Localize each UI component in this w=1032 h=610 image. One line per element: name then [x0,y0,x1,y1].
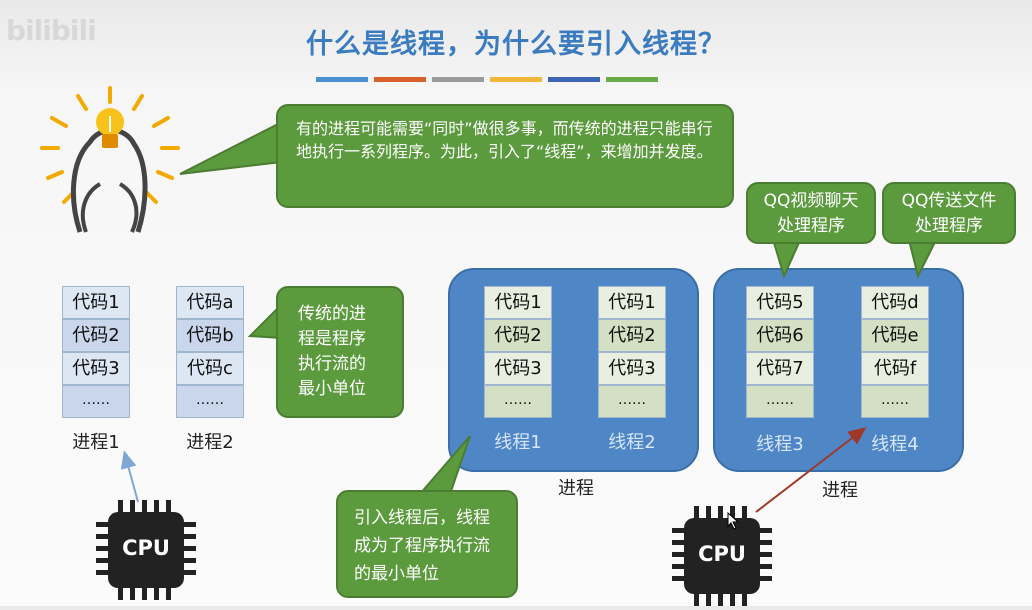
qq-file-bubble: QQ传送文件处理程序 [882,182,1016,244]
thread-process-right-label: 进程 [822,480,858,501]
code-cell: 代码d [861,286,929,319]
code-cell: 代码1 [598,286,666,319]
stripe-darkblue [548,77,600,82]
qq-video-bubble-tail [770,236,804,279]
code-cell: 代码7 [746,352,814,385]
code-cell: 代码c [176,352,244,385]
process1-label: 进程1 [72,432,120,453]
intro-bubble-text: 有的进程可能需要“同时”做很多事，而传统的进程只能串行地执行一系列程序。为此，引… [296,119,713,161]
traditional-bubble: 传统的进程是程序执行流的最小单位 [276,286,404,418]
cpu-left-label: CPU [122,536,170,560]
stripe-yellow [490,77,542,82]
thread3-label: 线程3 [756,434,804,455]
thread1-label: 线程1 [494,432,542,453]
cpu-left-arrow [120,450,139,503]
stripe-orange [374,77,426,82]
code-cell: …… [484,385,552,418]
cpu-right: CPU [672,506,772,606]
code-cell: 代码6 [746,319,814,352]
qq-file-bubble-text: QQ传送文件处理程序 [901,191,997,236]
code-cell: …… [176,385,244,418]
code-cell: 代码f [861,352,929,385]
code-cell: 代码3 [484,352,552,385]
code-cell: 代码2 [484,319,552,352]
code-cell: 代码2 [598,319,666,352]
cpu-right-label: CPU [698,542,746,566]
code-cell: 代码1 [484,286,552,319]
code-cell: 代码1 [62,286,130,319]
code-cell: …… [746,385,814,418]
bilibili-watermark: bilibili [6,14,97,47]
mouse-cursor-icon [727,512,740,530]
cpu-chip-icon [96,500,196,600]
thread4-label: 线程4 [871,434,919,455]
stripe-green [606,77,658,82]
traditional-bubble-text: 传统的进程是程序执行流的最小单位 [298,304,366,399]
cpu-left: CPU [96,500,196,600]
code-cell: 代码3 [62,352,130,385]
cpu-chip-icon [672,506,772,606]
qq-video-bubble: QQ视频聊天处理程序 [746,182,876,244]
after-bubble: 引入线程后，线程成为了程序执行流的最小单位 [336,490,518,598]
stripe-blue [316,77,368,82]
code-cell: 代码3 [598,352,666,385]
cpu-right-arrow [755,427,867,513]
code-cell: 代码e [861,319,929,352]
qq-video-bubble-text: QQ视频聊天处理程序 [763,191,859,236]
code-cell: 代码2 [62,319,130,352]
qq-file-bubble-tail [906,236,940,279]
thinking-person-icon [40,86,180,233]
intro-bubble: 有的进程可能需要“同时”做很多事，而传统的进程只能串行地执行一系列程序。为此，引… [276,104,734,208]
thread2-label: 线程2 [608,432,656,453]
code-cell: 代码b [176,319,244,352]
code-cell: 代码5 [746,286,814,319]
code-cell: …… [598,385,666,418]
code-cell: 代码a [176,286,244,319]
code-cell: …… [861,385,929,418]
process2-label: 进程2 [186,432,234,453]
code-cell: …… [62,385,130,418]
stripe-gray [432,77,484,82]
thread-process-left-label: 进程 [558,478,594,499]
page-title: 什么是线程，为什么要引入线程？ [306,29,726,60]
after-bubble-text: 引入线程后，线程成为了程序执行流的最小单位 [354,508,490,584]
